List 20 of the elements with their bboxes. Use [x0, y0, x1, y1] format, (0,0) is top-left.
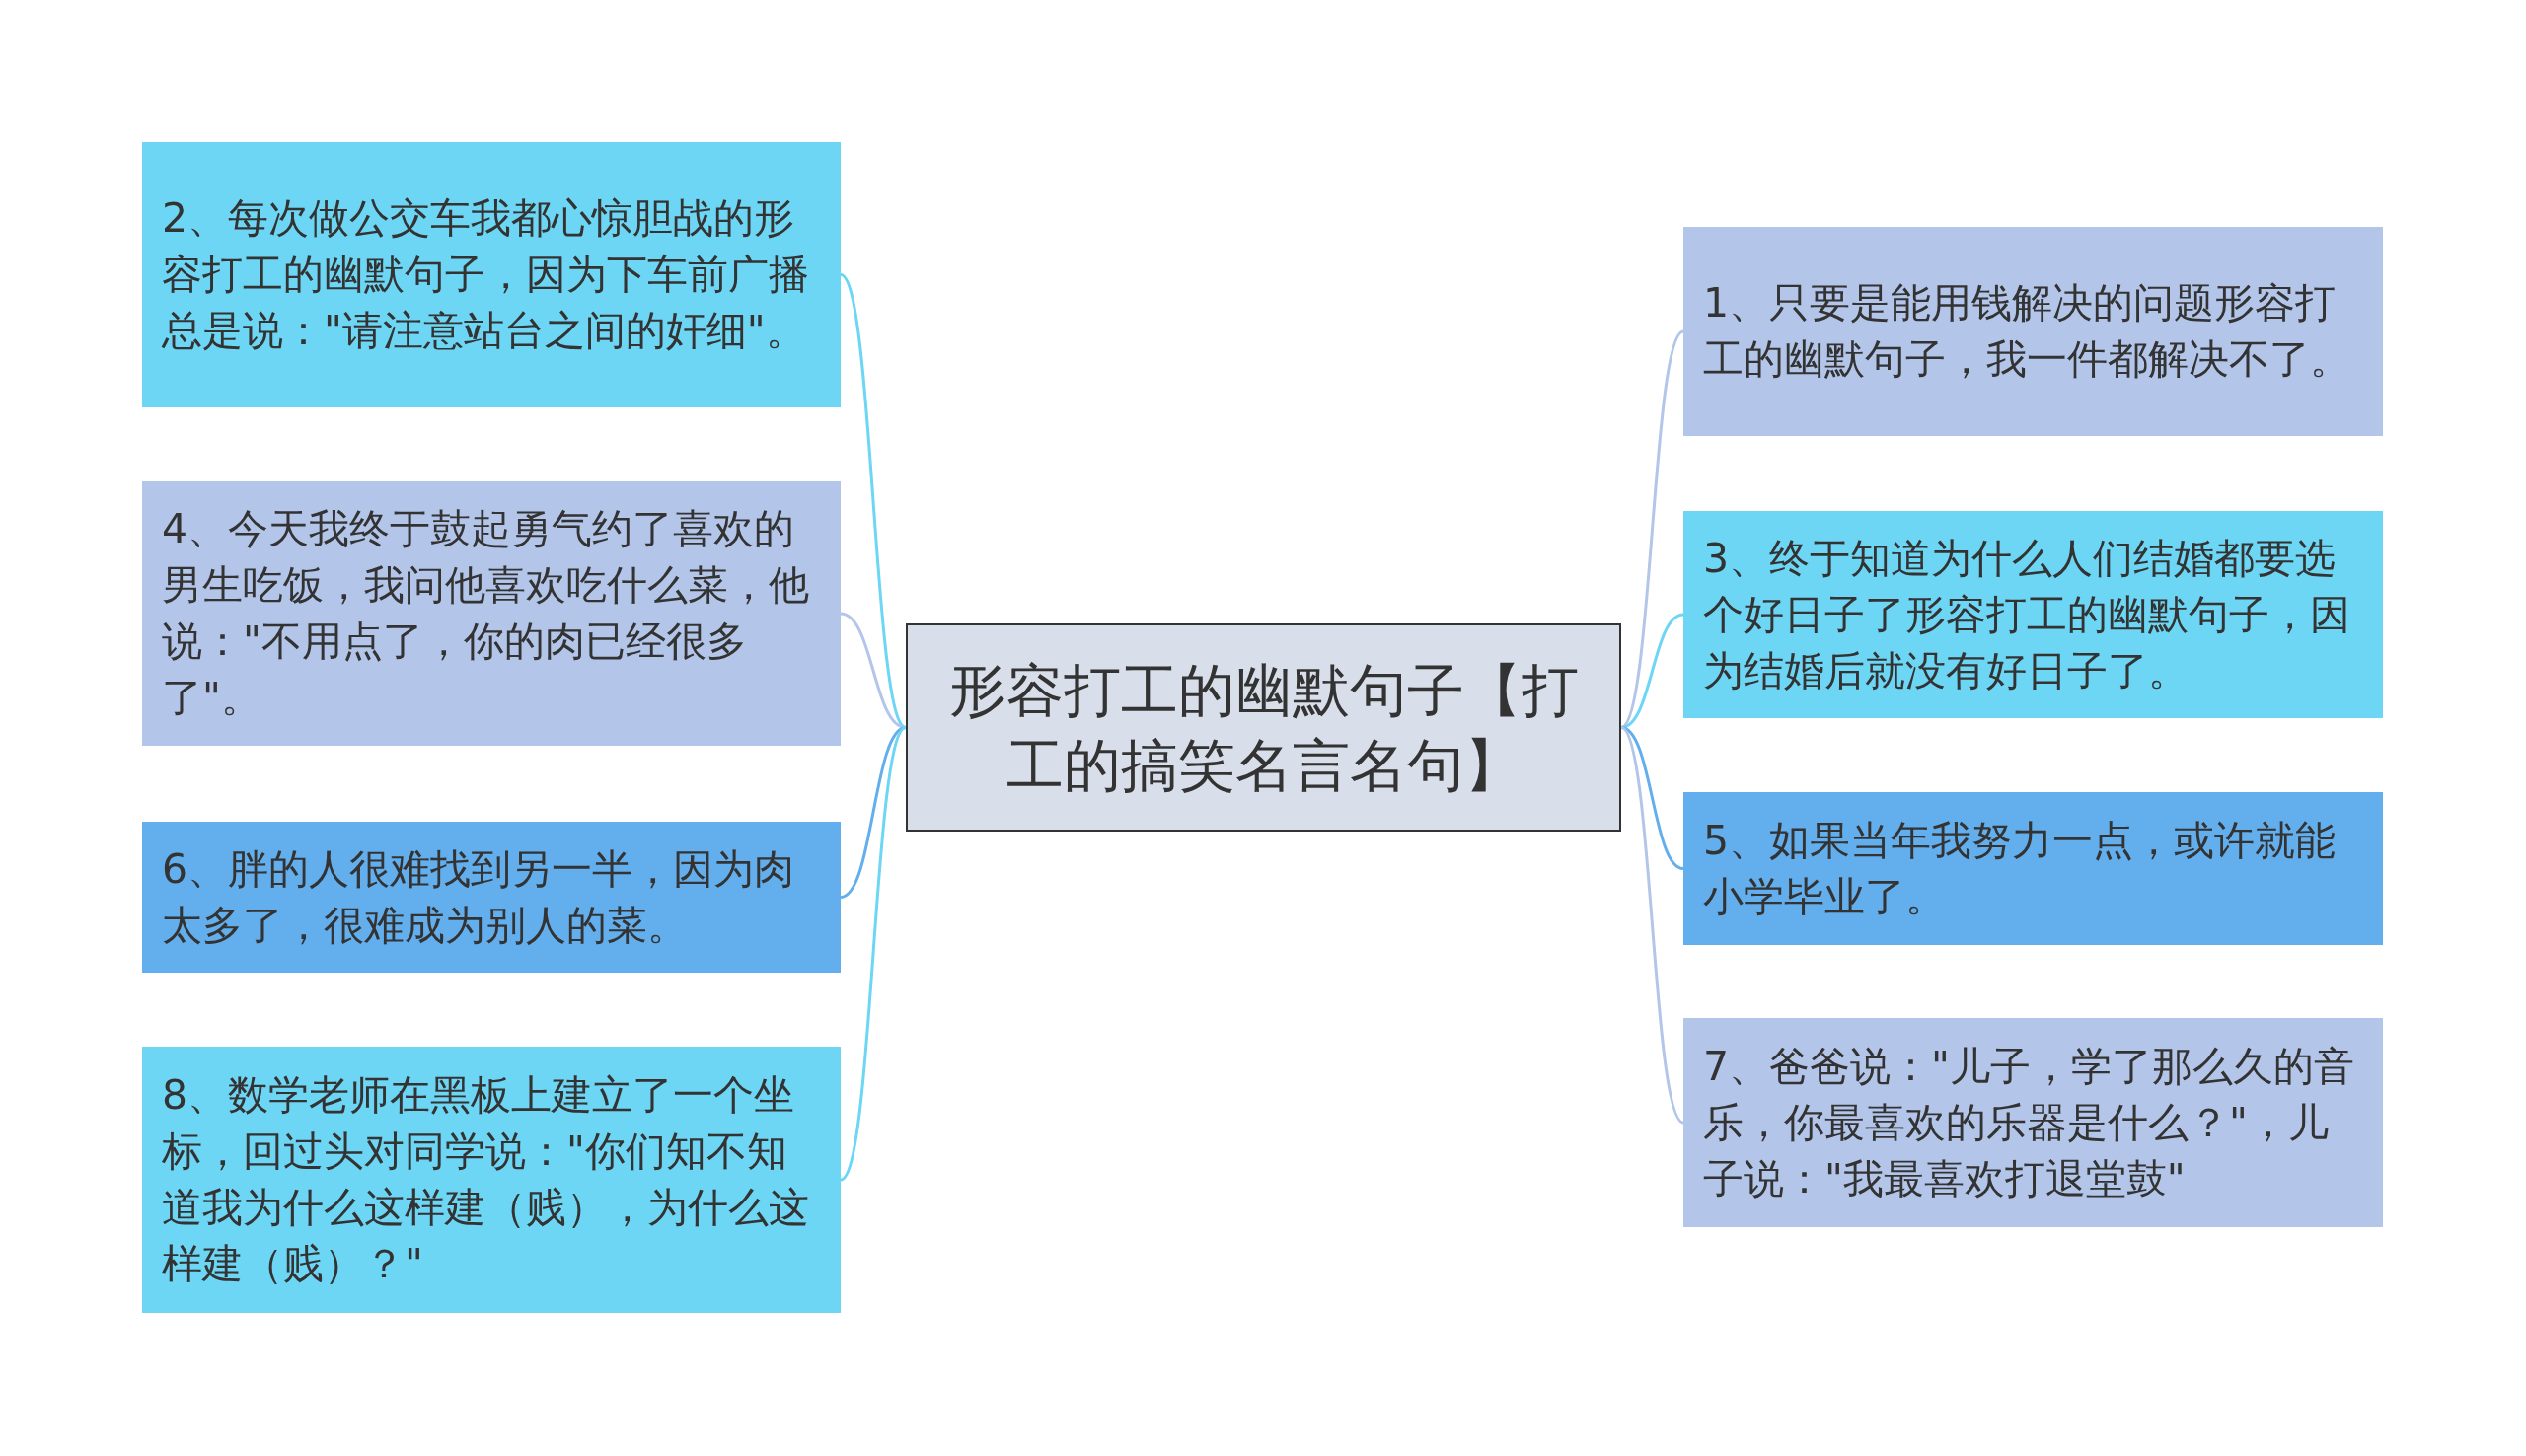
quote-text: 8、数学老师在黑板上建立了一个坐标，回过头对同学说："你们知不知道我为什么这样建（贱），为什么这样建（贱）？"	[162, 1070, 810, 1289]
quote-text: 3、终于知道为什么人们结婚都要选个好日子了形容打工的幽默句子，因为结婚后就没有好日子了。	[1703, 533, 2351, 696]
connector-line	[1620, 726, 1684, 870]
branch-topic-box	[142, 142, 841, 407]
quote-text: 4、今天我终于鼓起勇气约了喜欢的男生吃饭，我问他喜欢吃什么菜，他说："不用点了，你的肉已经很多了"。	[162, 504, 810, 723]
branch-topic-box	[142, 481, 841, 746]
quote-text: 7、爸爸说："儿子，学了那么久的音乐，你最喜欢的乐器是什么？"，儿子说："我最喜欢打退堂鼓"	[1703, 1041, 2355, 1204]
branch-topic-box	[1683, 792, 2383, 945]
quote-text: 1、只要是能用钱解决的问题形容打工的幽默句子，我一件都解决不了。	[1703, 278, 2351, 385]
central-topic-box	[906, 623, 1621, 832]
branch-topic-box	[1683, 1018, 2383, 1227]
quote-text: 5、如果当年我努力一点，或许就能小学毕业了。	[1703, 815, 2338, 922]
branch-topic-box	[1683, 227, 2383, 436]
branch-topic-box	[142, 1047, 841, 1313]
branch-topic-box	[1683, 511, 2383, 718]
topic-title: 形容打工的幽默句子【打工的搞笑名言名句】	[947, 655, 1580, 801]
branch-topic-box	[142, 822, 841, 973]
quote-text: 6、胖的人很难找到另一半，因为肉太多了，很难成为别人的菜。	[162, 843, 796, 951]
connector-line	[840, 726, 907, 899]
quote-text: 2、每次做公交车我都心惊胆战的形容打工的幽默句子，因为下车前广播总是说："请注意站台之间的奸细"。	[162, 193, 810, 356]
